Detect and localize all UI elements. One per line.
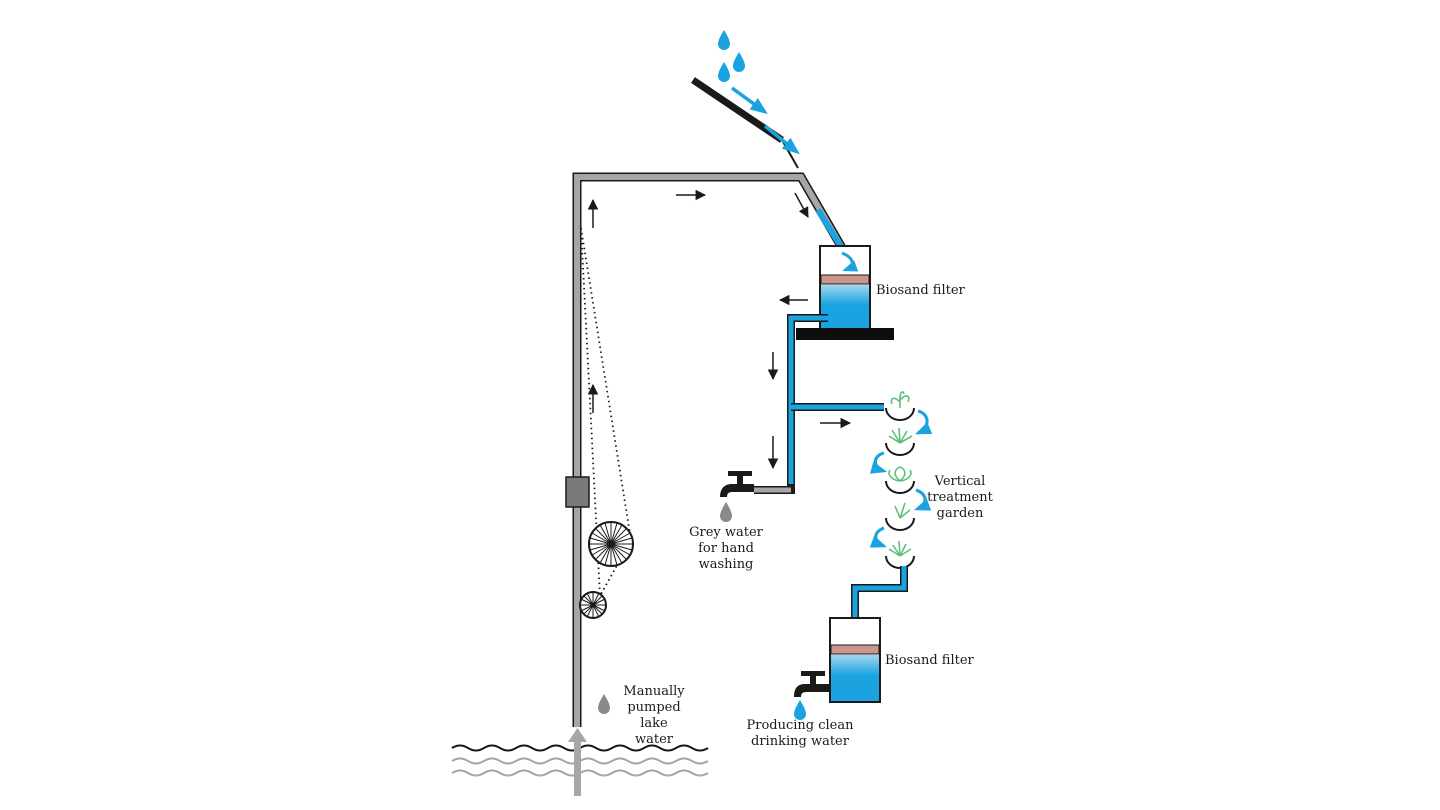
plant-icon	[894, 502, 911, 519]
label-biosand-filter-top: Biosand filter	[876, 283, 965, 298]
blue-pipe	[787, 314, 884, 488]
blue-pipe-lower	[851, 566, 908, 622]
plant-icon	[890, 391, 910, 408]
plant-icon	[888, 466, 912, 482]
raindrops	[718, 30, 745, 82]
grey-water-drop-icon	[720, 502, 732, 522]
plant-pot	[885, 480, 915, 494]
grey-water-pipe	[754, 484, 795, 494]
plants	[888, 391, 913, 557]
label-biosand-filter-bottom: Biosand filter	[885, 653, 974, 668]
raindrop-icon	[718, 30, 730, 50]
label-grey-water: Grey water for hand washing	[689, 525, 763, 572]
flow-arrows	[587, 189, 852, 470]
faucet-icon	[720, 471, 754, 497]
clean-water-drop-icon	[794, 700, 806, 720]
arrow-icon	[794, 192, 809, 218]
plant-icon	[888, 540, 912, 557]
plant-pot	[885, 407, 915, 421]
label-clean-water: Producing clean drinking water	[746, 718, 854, 749]
intake-arrow-icon	[568, 728, 587, 796]
pump-housing	[565, 476, 590, 508]
label-lake-water: Manually pumped lake water	[623, 684, 685, 747]
raindrop-icon	[718, 62, 730, 82]
pulley-wheel-icon	[579, 591, 607, 619]
vertical-garden	[885, 407, 915, 569]
faucet-icon	[794, 671, 831, 697]
rain-flow-arrow	[763, 124, 800, 155]
grey-pipe	[572, 172, 849, 727]
rain-flow-arrow	[730, 86, 768, 115]
garden-flow-arrows	[869, 409, 933, 548]
lake-water-drop-icon	[598, 694, 610, 714]
biosand-filter-bottom	[829, 617, 881, 703]
biosand-filter-top	[819, 245, 871, 331]
filter-shelf	[796, 328, 894, 340]
label-vertical-garden: Vertical treatment garden	[927, 474, 993, 521]
raindrop-icon	[733, 52, 745, 72]
plant-pot	[885, 442, 915, 456]
plant-pot	[885, 517, 915, 531]
pulley-wheel-icon	[588, 521, 634, 567]
plant-icon	[888, 427, 913, 444]
